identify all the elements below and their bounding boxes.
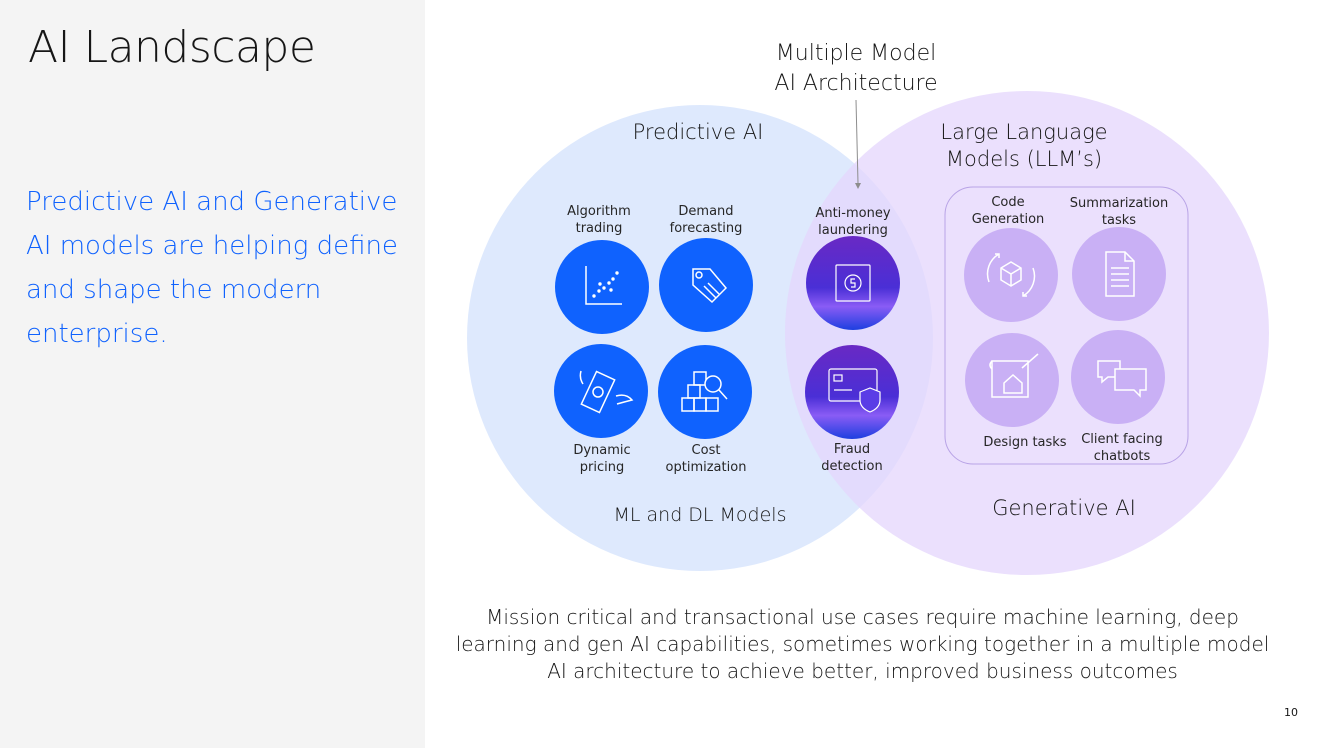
client-chatbots-label-1: Client facing <box>1081 432 1163 447</box>
fraud-detection-label-1: Fraud <box>833 442 871 457</box>
client-chatbots-node <box>1071 330 1165 424</box>
anti-money-label-2: laundering <box>818 223 888 238</box>
slide-subtitle: Predictive AI and Generative AI models a… <box>26 187 398 349</box>
code-generation-label-2: Generation <box>971 212 1045 227</box>
dynamic-pricing-label-1: Dynamic <box>573 443 631 458</box>
code-generation-node <box>964 228 1058 322</box>
footer-line-1: Mission critical and transactional use c… <box>486 605 1239 629</box>
demand-forecasting-label-2: forecasting <box>669 221 743 236</box>
cost-optimization-label-2: optimization <box>665 460 747 475</box>
footer-description: Mission critical and transactional use c… <box>440 604 1285 685</box>
code-generation-label-1: Code <box>991 195 1025 210</box>
demand-forecasting-node <box>659 238 753 332</box>
summarization-node <box>1072 227 1166 321</box>
scatter-plot-icon <box>555 240 649 334</box>
footer-line-3: AI architecture to achieve better, impro… <box>547 659 1178 683</box>
center-title-line1: Multiple Model <box>775 41 937 66</box>
llm-title-line1: Large Language <box>940 120 1108 144</box>
slide-title: AI Landscape <box>28 22 316 73</box>
credit-card-shield-icon <box>805 345 899 439</box>
generative-circle <box>785 91 1269 575</box>
summarization-label-1: Summarization <box>1069 196 1169 211</box>
algorithm-trading-label-2: trading <box>575 221 623 236</box>
fraud-detection-label-2: detection <box>821 459 883 474</box>
dynamic-pricing-node <box>554 344 648 438</box>
algorithm-trading-label-1: Algorithm <box>567 204 631 219</box>
cost-optimization-label-1: Cost <box>691 443 721 458</box>
center-title-line2: AI Architecture <box>774 71 938 96</box>
page-number: 10 <box>1284 706 1298 719</box>
predictive-title: Predictive AI <box>632 120 764 144</box>
left-panel: AI Landscape Predictive AI and Generativ… <box>0 0 425 748</box>
demand-forecasting-label-1: Demand <box>678 204 734 219</box>
anti-money-label-1: Anti-money <box>815 206 891 221</box>
pointer-arrow <box>855 183 861 189</box>
llm-box <box>944 186 1189 465</box>
algorithm-trading-node <box>555 240 649 334</box>
client-chatbots-label-2: chatbots <box>1093 449 1151 464</box>
cost-optimization-node <box>658 345 752 439</box>
footer-line-2: learning and gen AI capabilities, someti… <box>455 632 1270 656</box>
summarization-label-2: tasks <box>1101 213 1137 228</box>
anti-money-laundering-node <box>806 236 900 330</box>
price-tag-icon <box>659 238 753 332</box>
boxes-magnifier-icon <box>658 345 752 439</box>
pointer-line <box>855 99 859 184</box>
design-tasks-label: Design tasks <box>983 435 1067 450</box>
dynamic-pricing-label-2: pricing <box>579 460 625 475</box>
llm-title-line2: Models (LLM’s) <box>945 147 1103 171</box>
blueprint-house-icon <box>965 333 1059 427</box>
predictive-footer: ML and DL Models <box>613 504 787 526</box>
flying-money-icon <box>554 344 648 438</box>
fraud-detection-node <box>805 345 899 439</box>
generative-footer: Generative AI <box>992 496 1136 520</box>
design-tasks-node <box>965 333 1059 427</box>
